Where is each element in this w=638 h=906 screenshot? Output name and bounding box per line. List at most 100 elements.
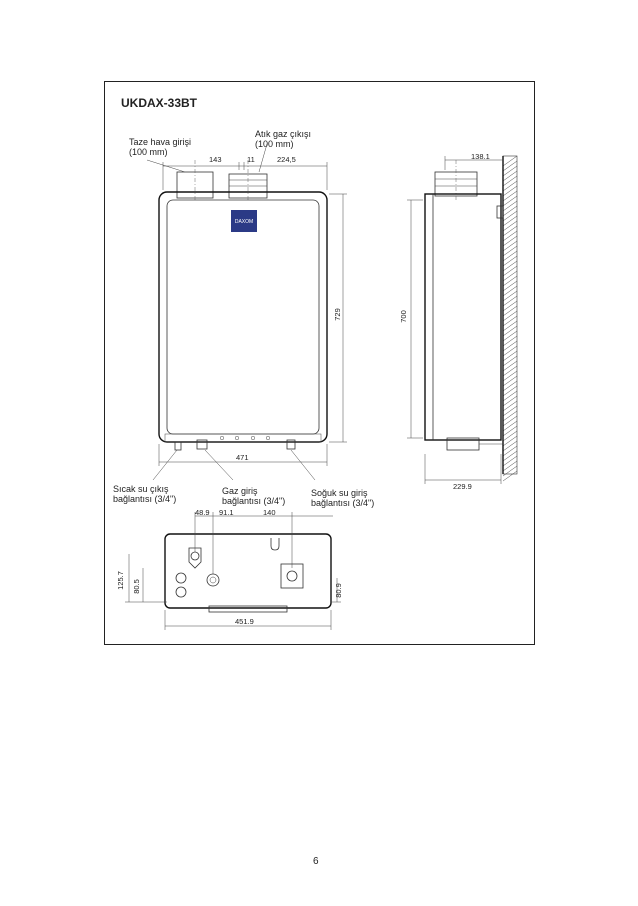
dim-front-top-right: 224,5 (277, 155, 296, 164)
model-title: UKDAX-33BT (121, 96, 198, 110)
dim-bottom-width: 451.9 (235, 617, 254, 626)
hot-water-outlet-label-2: bağlantısı (3/4") (113, 494, 177, 504)
wall-hatch-line (502, 465, 518, 477)
wall-hatch-line (502, 200, 518, 212)
wall-hatch-line (502, 355, 518, 367)
wall-hatch-line (502, 255, 518, 267)
wall-hatch-line (502, 315, 518, 327)
cold-water-inlet-label-1: Soğuk su giriş (311, 488, 368, 498)
gas-inlet-label-2: bağlantısı (3/4") (222, 496, 286, 506)
wall-hatch-line (502, 310, 518, 322)
dim-bottom-a: 48.9 (195, 508, 210, 517)
wall-hatch-line (502, 450, 518, 462)
wall-hatch-line (502, 245, 518, 257)
side-view (407, 155, 518, 484)
dim-front-height: 729 (332, 308, 342, 321)
wall-hatch-line (502, 220, 518, 232)
wall-hatch-line (502, 185, 518, 197)
wall-hatch-line (502, 265, 518, 277)
wall-hatch-line (502, 430, 518, 442)
heater-front-panel (166, 199, 320, 435)
dim-side-depth: 229.9 (453, 482, 472, 491)
dim-bottom-right: 80.9 (333, 583, 343, 598)
wall-hatch-line (502, 285, 518, 297)
drawing-frame: UKDAX-33BT Taze hava girişi (100 mm) Atı… (104, 81, 535, 645)
wall-hatch-line (502, 160, 518, 172)
fresh-air-intake-label-1: Taze hava girişi (129, 137, 192, 147)
wall-hatch-line (502, 295, 518, 307)
wall-hatch-line (502, 235, 518, 247)
exhaust-outlet-label-2: (100 mm) (255, 139, 294, 149)
dim-front-top-left: 143 (209, 155, 222, 164)
bottom-view (125, 512, 341, 630)
wall-hatch-line (502, 300, 518, 312)
bottom-gas-fitting (206, 573, 220, 587)
wall-hatch-line (502, 460, 518, 472)
dim-front-width: 471 (236, 453, 249, 462)
side-bracket (496, 205, 504, 219)
wall-hatch-line (502, 270, 518, 282)
wall-hatch-line (502, 385, 518, 397)
brand-logo (231, 210, 257, 232)
wall-hatch-line (502, 195, 518, 207)
bottom-strip (164, 433, 322, 443)
wall-hatch-line (502, 205, 518, 217)
wall-hatch-line (502, 190, 518, 202)
front-cold-water-fitting (286, 439, 296, 450)
wall-hatch-line (502, 410, 518, 422)
page-number: 6 (313, 856, 319, 867)
wall-hatch-line (502, 435, 518, 447)
dim-bottom-b: 91.1 (219, 508, 234, 517)
wall-hatch-line (502, 280, 518, 292)
logo-text: DAXOM (234, 219, 254, 225)
wall-hatch-line (502, 340, 518, 352)
wall-hatch-line (502, 405, 518, 417)
wall-hatch-line (502, 350, 518, 362)
wall-hatch-line (502, 165, 518, 177)
wall-hatch-line (502, 440, 518, 452)
wall-hatch-line (502, 240, 518, 252)
gas-inlet-label-1: Gaz giriş (222, 486, 258, 496)
dim-bottom-left-inner: 80.5 (131, 579, 141, 594)
front-gas-fitting (196, 439, 208, 450)
wall-hatch-line (502, 215, 518, 227)
dim-side-height: 700 (398, 310, 408, 323)
wall-hatch-line (502, 370, 518, 382)
wall-hatch-line (502, 180, 518, 192)
side-body (424, 193, 502, 441)
bottom-rail (208, 605, 288, 613)
front-view (146, 143, 347, 481)
wall-hatch-line (502, 210, 518, 222)
wall-hatch-line (502, 155, 518, 167)
wall-hatch-line (502, 225, 518, 237)
wall-hatch-line (502, 380, 518, 392)
wall-hatch-line (502, 345, 518, 357)
wall-hatch-line (502, 455, 518, 467)
wall-hatch-line (502, 375, 518, 387)
dim-bottom-left-outer: 125.7 (115, 571, 125, 590)
front-hot-water-fitting (174, 441, 182, 451)
wall-hatch-line (502, 170, 518, 182)
wall-hatch-line (502, 330, 518, 342)
wall-hatch-line (502, 415, 518, 427)
wall-hatch-line (502, 445, 518, 457)
wall-hatch-line (502, 260, 518, 272)
wall-hatch-line (502, 420, 518, 432)
wall-hatch-line (502, 400, 518, 412)
wall-hatch-line (502, 290, 518, 302)
bottom-body (164, 533, 332, 609)
exhaust-outlet-label-1: Atık gaz çıkışı (255, 129, 312, 139)
wall-hatch-line (502, 230, 518, 242)
wall-hatch-line (502, 470, 518, 482)
wall-hatch-line (502, 275, 518, 287)
wall-hatch-line (502, 320, 518, 332)
cold-water-inlet-label-2: bağlantısı (3/4") (311, 498, 375, 508)
wall-hatch-line (502, 305, 518, 317)
wall-hatch-line (502, 250, 518, 262)
technical-drawing (125, 143, 518, 630)
wall-hatch-line (502, 390, 518, 402)
dim-bottom-c: 140 (263, 508, 276, 517)
wall-hatch-line (502, 425, 518, 437)
wall-hatch-line (502, 325, 518, 337)
wall-hatch-line (502, 360, 518, 372)
